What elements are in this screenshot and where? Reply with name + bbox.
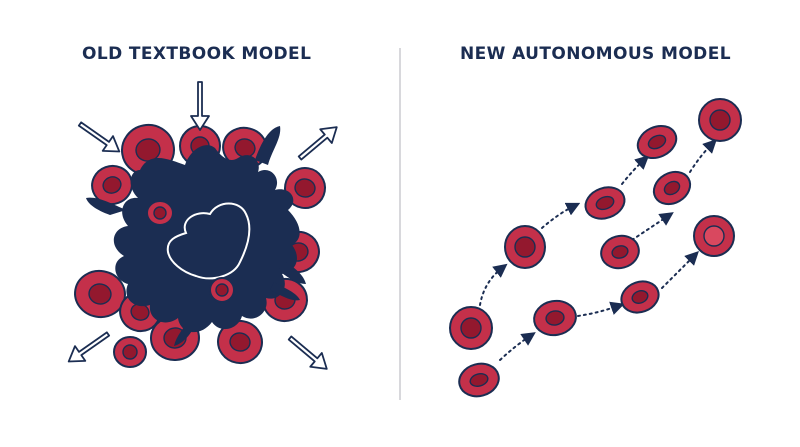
old-model-illustration [67,81,338,370]
red-blood-cell [636,124,678,160]
macrophage-pseudopod [255,126,281,165]
new-model-illustration [449,98,742,398]
red-blood-cell [113,336,147,368]
red-blood-cell [504,225,546,269]
dotted-arrow [621,155,650,185]
left-panel-title: OLD TEXTBOOK MODEL [82,44,312,64]
red-blood-cell [584,186,626,220]
dotted-arrows [479,139,717,361]
dotted-arrow [631,212,674,241]
red-blood-cell [458,362,500,398]
engulfed-cells [146,200,235,303]
hollow-arrow-icon [297,126,338,161]
macrophage-nucleus [166,202,251,280]
dotted-arrow [499,332,536,361]
macrophage-pseudopod [278,262,306,284]
red-blood-cell [698,98,742,142]
dotted-arrow [577,301,625,317]
dotted-arrow [479,263,508,306]
hollow-arrows [67,81,338,370]
dotted-arrow [661,251,699,289]
red-blood-cell [284,167,326,209]
right-panel-title: NEW AUTONOMOUS MODEL [460,44,731,64]
hollow-arrow-icon [77,121,121,153]
engulfed-red-blood-cell [209,277,235,303]
panel-divider [399,48,401,400]
macrophage-pseudopod [174,318,195,346]
red-blood-cell [449,306,493,350]
red-blood-cell [91,164,133,206]
red-blood-cell [693,215,735,257]
dotted-arrow [689,139,717,173]
red-blood-cell [533,299,577,337]
autonomous-cells [449,98,742,398]
red-blood-cell [620,280,660,314]
engulfed-red-blood-cell [146,200,174,226]
hollow-arrow-icon [287,335,328,370]
red-blood-cell [600,234,640,270]
hollow-arrow-icon [190,81,210,131]
red-blood-cell [74,269,126,319]
red-blood-cell [652,170,692,206]
macrophage-pseudopod [270,282,300,301]
red-blood-cell [217,319,263,365]
macrophage-pseudopod [86,197,126,215]
dotted-arrow [541,202,581,229]
hollow-arrow-icon [67,331,111,363]
